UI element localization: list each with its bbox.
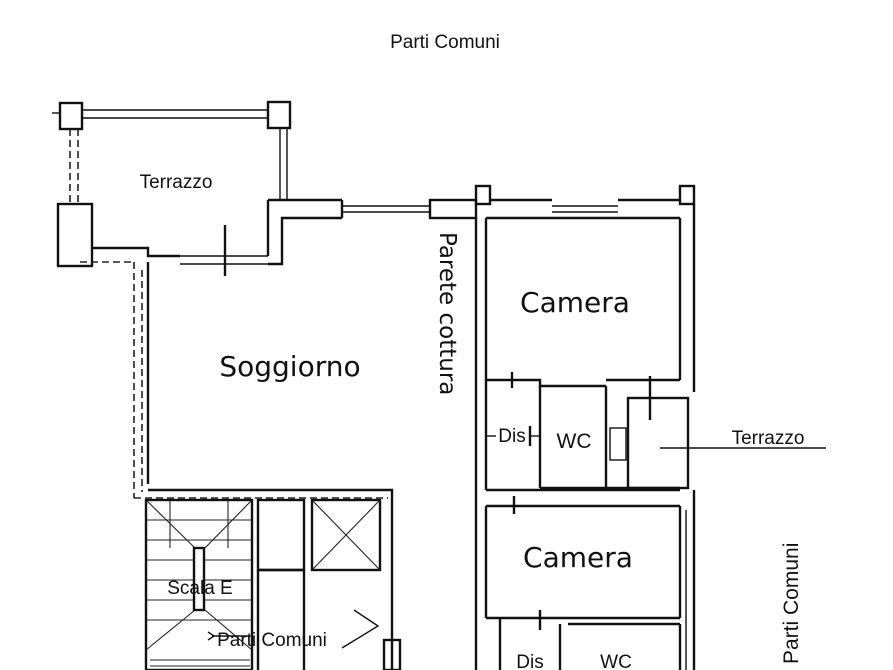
outer-walls	[80, 184, 696, 670]
bath-upper	[486, 386, 826, 492]
label-wc-upper: WC	[557, 430, 592, 453]
label-terrazzo-right: Terrazzo	[732, 428, 805, 449]
pillar	[58, 101, 84, 131]
bath-lower	[498, 610, 682, 670]
label-parti-comuni-right: Parti Comuni	[780, 543, 803, 664]
label-scala: Scala E	[167, 578, 232, 599]
label-terrazzo-top: Terrazzo	[140, 172, 213, 193]
stair-core-post	[192, 546, 206, 612]
bedroom-upper	[474, 216, 680, 670]
entry-arrow	[341, 609, 380, 649]
label-dis-upper: Dis	[498, 426, 525, 447]
terrace-right	[626, 396, 690, 490]
stair-treads	[145, 499, 253, 667]
terrace-top-left	[52, 100, 292, 276]
label-parti-comuni-top: Parti Comuni	[390, 32, 500, 53]
pillar	[56, 202, 94, 268]
pillar	[266, 100, 292, 130]
label-soggiorno: Soggiorno	[219, 350, 360, 383]
bedroom-lower	[484, 496, 682, 620]
label-wc-lower: WC	[600, 652, 632, 670]
label-camera-upper: Camera	[520, 286, 630, 319]
shaft	[256, 498, 306, 572]
label-camera-lower: Camera	[523, 541, 633, 574]
stair-core	[134, 488, 402, 670]
label-parete-cottura: Parete cottura	[434, 232, 460, 395]
label-dis-lower: Dis	[516, 652, 543, 670]
lift	[310, 498, 382, 572]
label-parti-comuni-stair: Parti Comuni	[217, 630, 327, 651]
